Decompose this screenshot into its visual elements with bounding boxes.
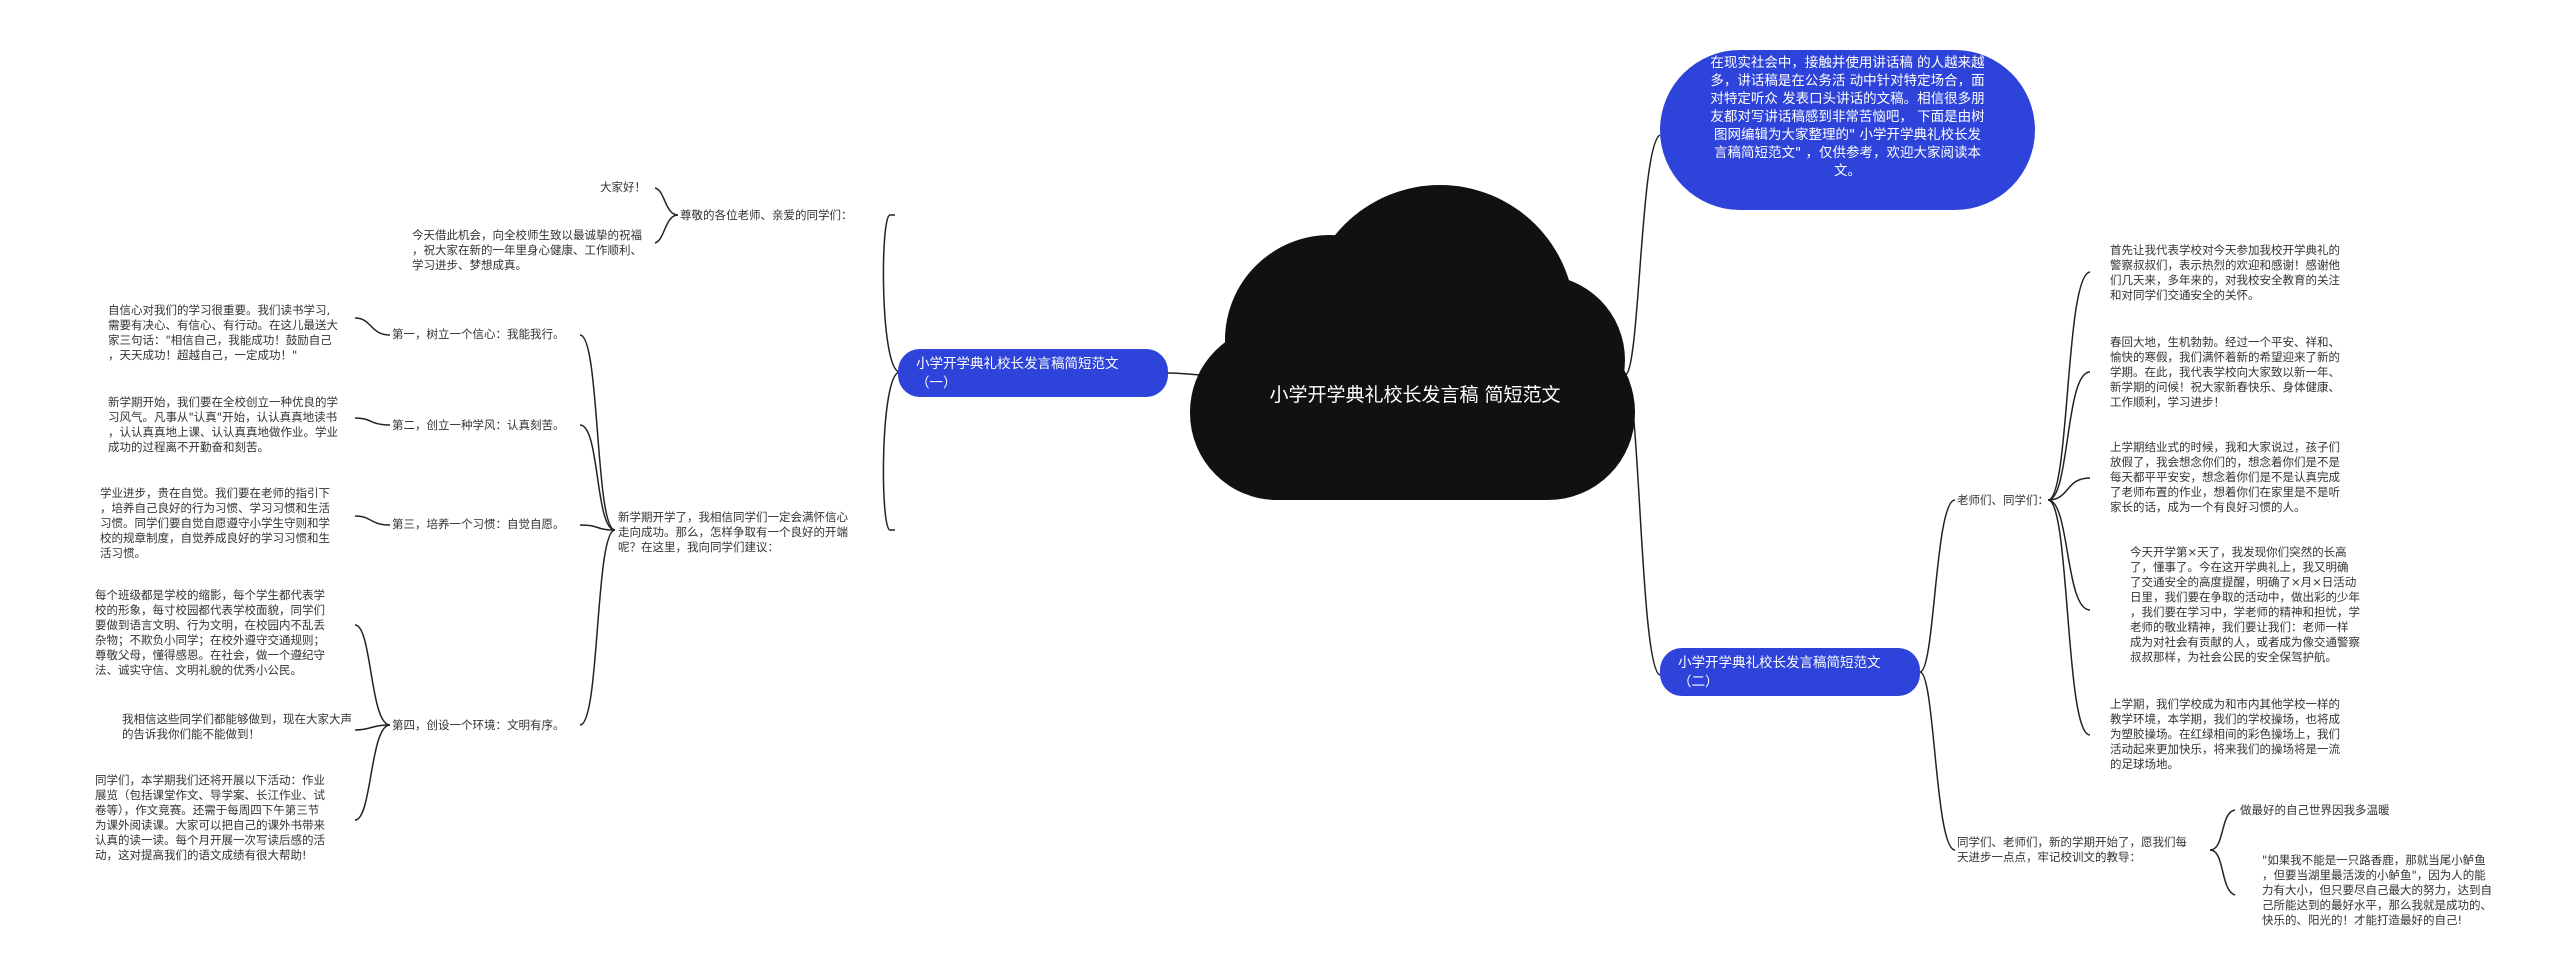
point-2-label: 第二，创立一种学风：认真刻苦。	[392, 418, 565, 432]
point-1-detail: 自信心对我们的学习很重要。我们读书学习, 需要有决心、有信心、有行动。在这儿最送…	[108, 303, 338, 362]
point-3-detail: 学业进步，贵在自觉。我们要在老师的指引下 ，培养自己良好的行为习惯、学习习惯和生…	[100, 486, 330, 560]
teachers-item-4: 今天开学第×天了，我发现你们突然的长高 了，懂事了。今在这开学典礼上，我又明确 …	[2130, 545, 2360, 664]
semester-label: 新学期开学了，我相信同学们一定会满怀信心 走向成功。那么，怎样争取有一个良好的开…	[618, 510, 848, 554]
students-item-2: "如果我不能是一只路香鹿，那就当尾小鲈鱼 ，但要当湖里最活泼的小鲈鱼"，因为人的…	[2262, 853, 2492, 927]
teachers-item-1: 首先让我代表学校对今天参加我校开学典礼的 警察叔叔们，表示热烈的欢迎和感谢！感谢…	[2110, 243, 2340, 302]
point-4-detail-1: 每个班级都是学校的缩影，每个学生都代表学 校的形象，每寸校园都代表学校面貌，同学…	[95, 588, 325, 677]
root-cloud-shape	[1190, 185, 1635, 500]
teachers-label: 老师们、同学们：	[1957, 493, 2049, 507]
root-title[interactable]: 小学开学典礼校长发言稿 简短范文	[1269, 384, 1561, 406]
point-2-detail: 新学期开始，我们要在全校创立一种优良的学 习风气。凡事从"认真"开始，认认真真地…	[108, 395, 338, 454]
students-label: 同学们、老师们，新的学期开始了，愿我们每 天进步一点点，牢记校训文的教导：	[1957, 835, 2187, 864]
intro-bubble[interactable]	[1660, 50, 2035, 210]
teachers-item-2: 春回大地，生机勃勃。经过一个平安、祥和、 愉快的寒假，我们满怀着新的希望迎来了新…	[2110, 335, 2340, 409]
point-4-label: 第四，创设一个环境：文明有序。	[392, 718, 565, 732]
point-1-label: 第一，树立一个信心：我能我行。	[392, 327, 565, 341]
point-4-detail-3: 同学们，本学期我们还将开展以下活动：作业 展览（包括课堂作文、导学案、长江作业、…	[95, 773, 325, 862]
greeting-wish: 今天借此机会，向全校师生致以最诚挚的祝福 ，祝大家在新的一年里身心健康、工作顺利…	[412, 228, 642, 272]
point-4-detail-2: 我相信这些同学们都能够做到，现在大家大声 的告诉我你们能不能做到！	[122, 712, 352, 741]
greeting-label: 尊敬的各位老师、亲爱的同学们：	[680, 208, 853, 222]
teachers-item-3: 上学期结业式的时候，我和大家说过，孩子们 放假了，我会想念你们的，想念着你们是不…	[2110, 440, 2340, 514]
branch-right-node[interactable]: 小学开学典礼校长发言稿简短范文 （二）	[1660, 648, 1920, 696]
point-3-label: 第三，培养一个习惯：自觉自愿。	[392, 517, 565, 531]
greeting-hello: 大家好！	[600, 180, 646, 194]
intro-text: 在现实社会中，接触并使用讲话稿 的人越来越多，讲话稿是在公务活 动中针对特定场合…	[1710, 55, 1985, 179]
students-item-1: 做最好的自己世界因我多温暖	[2240, 803, 2390, 817]
branch-left-node[interactable]: 小学开学典礼校长发言稿简短范文 （一）	[898, 349, 1168, 397]
teachers-item-5: 上学期，我们学校成为和市内其他学校一样的 教学环境，本学期，我们的学校操场，也将…	[2110, 697, 2340, 771]
